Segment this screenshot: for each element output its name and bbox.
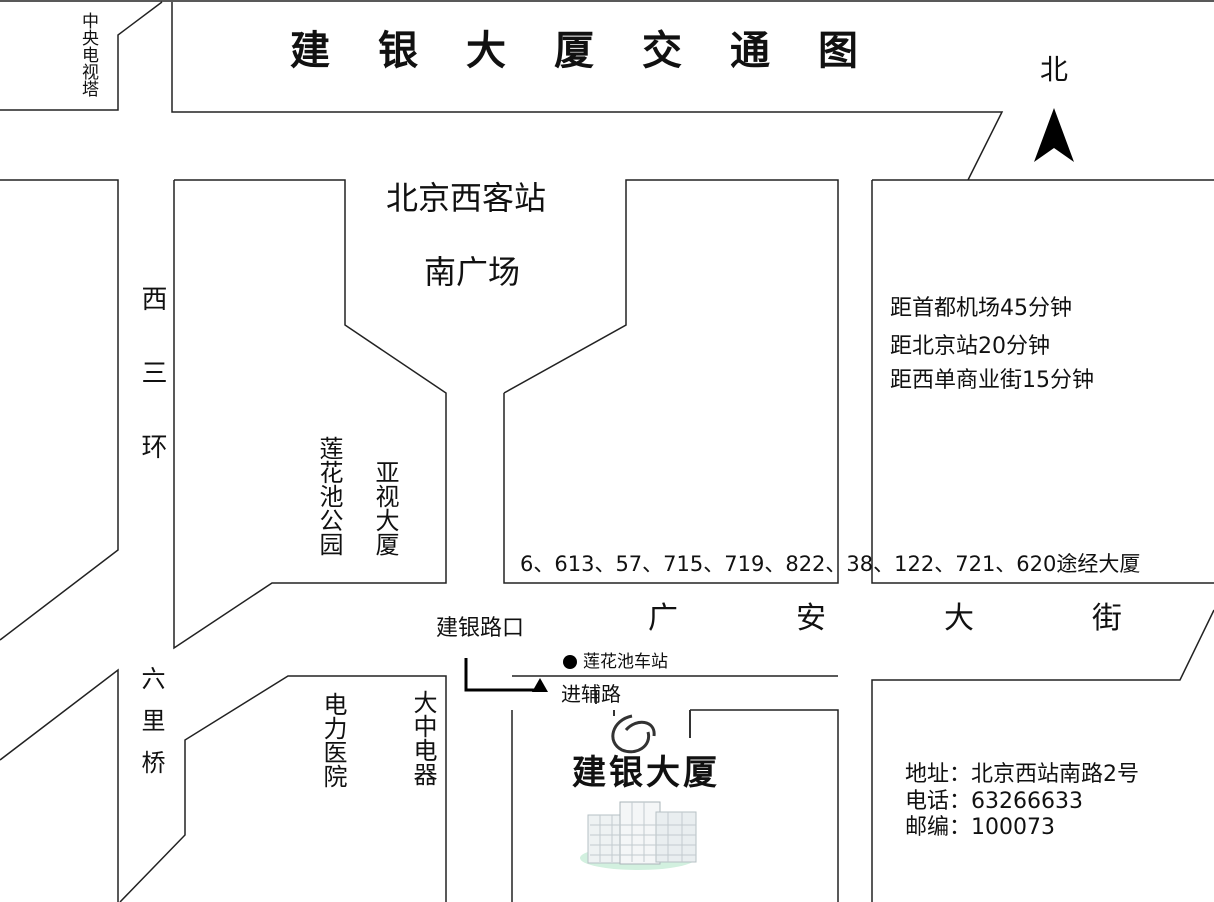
dazhong-electric-label: 大中电器 [409,690,437,786]
block-hospital [119,675,447,902]
building-image [580,801,697,870]
postcode-line: 邮编：100073 [905,815,1055,840]
block-top-left [0,1,163,111]
west-station-label: 北京西客站 [386,179,547,217]
map-title: 建银大厦交通图 [290,27,906,74]
bus-routes-label: 6、613、57、715、719、822、38、122、721、620途经大厦 [520,552,1141,576]
lianhuachi-park-label: 莲花池公园 [315,436,343,556]
guanganjie-char-4: 街 [1092,601,1122,636]
north-label: 北 [1040,53,1069,86]
block-park [173,179,447,650]
west-third-ring-label: 西三环 [137,285,167,507]
power-hospital-label: 电力医院 [319,692,347,788]
block-southeast [871,609,1214,902]
block-station-south [503,179,839,584]
route-line [464,658,535,692]
block-left-bottom [0,668,119,902]
guanganjie-char-3: 大 [944,601,974,636]
side-road-label: 进辅路 [561,682,621,706]
address-line: 地址：北京西站南路2号 [905,762,1139,787]
phone-line: 电话：63266633 [905,789,1083,814]
building-name: 建银大厦 [572,753,720,793]
cctv-tower-label: 中央电视塔 [78,12,98,97]
jianyin-junction-label: 建银路口 [436,616,525,641]
distance-airport: 距首都机场45分钟 [890,296,1072,321]
route-arrow-icon [532,678,548,692]
bus-stop-label: 莲花池车站 [583,652,668,672]
south-square-label: 南广场 [424,253,521,291]
block-left-mid [0,179,119,641]
distance-xidan: 距西单商业街15分钟 [890,368,1094,393]
liuliqiao-label: 六里桥 [137,666,165,792]
distance-beijing-station: 距北京站20分钟 [890,334,1050,359]
guanganjie-char-2: 安 [796,601,826,636]
north-arrow-icon [1034,108,1074,162]
block-east [871,180,1214,584]
block-title [171,2,1004,181]
yashi-building-label: 亚视大厦 [371,460,399,556]
block-building-right [690,709,839,902]
guanganjie-char-1: 广 [648,601,678,636]
jianyin-logo-icon [595,690,691,754]
bus-stop-icon [563,655,577,669]
